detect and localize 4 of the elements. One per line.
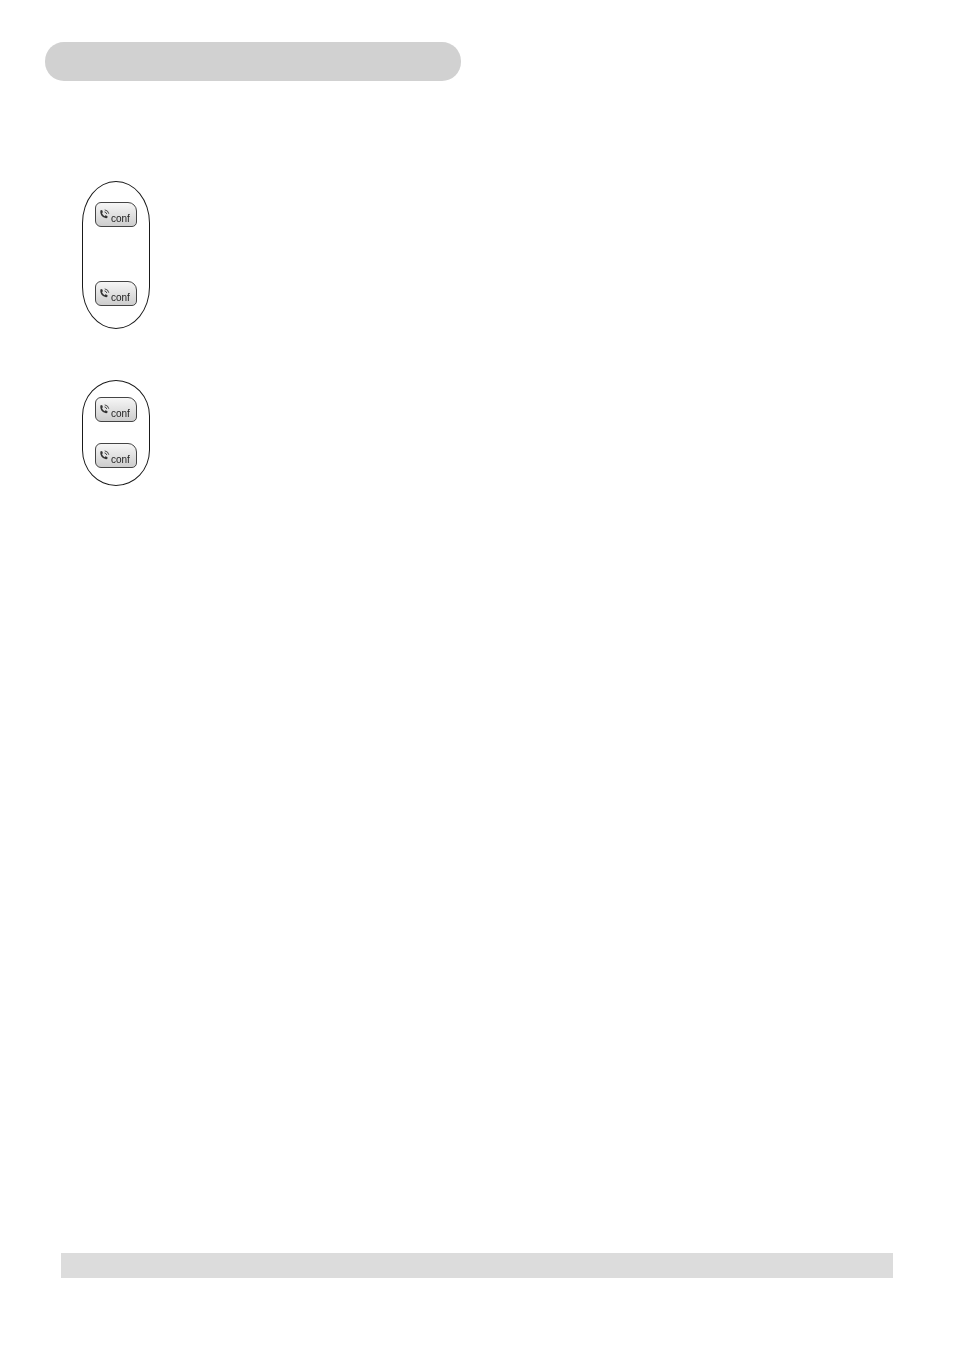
conference-button: conf bbox=[95, 397, 137, 422]
conference-button: conf bbox=[95, 281, 137, 306]
conference-button: conf bbox=[95, 443, 137, 468]
conference-button: conf bbox=[95, 202, 137, 227]
